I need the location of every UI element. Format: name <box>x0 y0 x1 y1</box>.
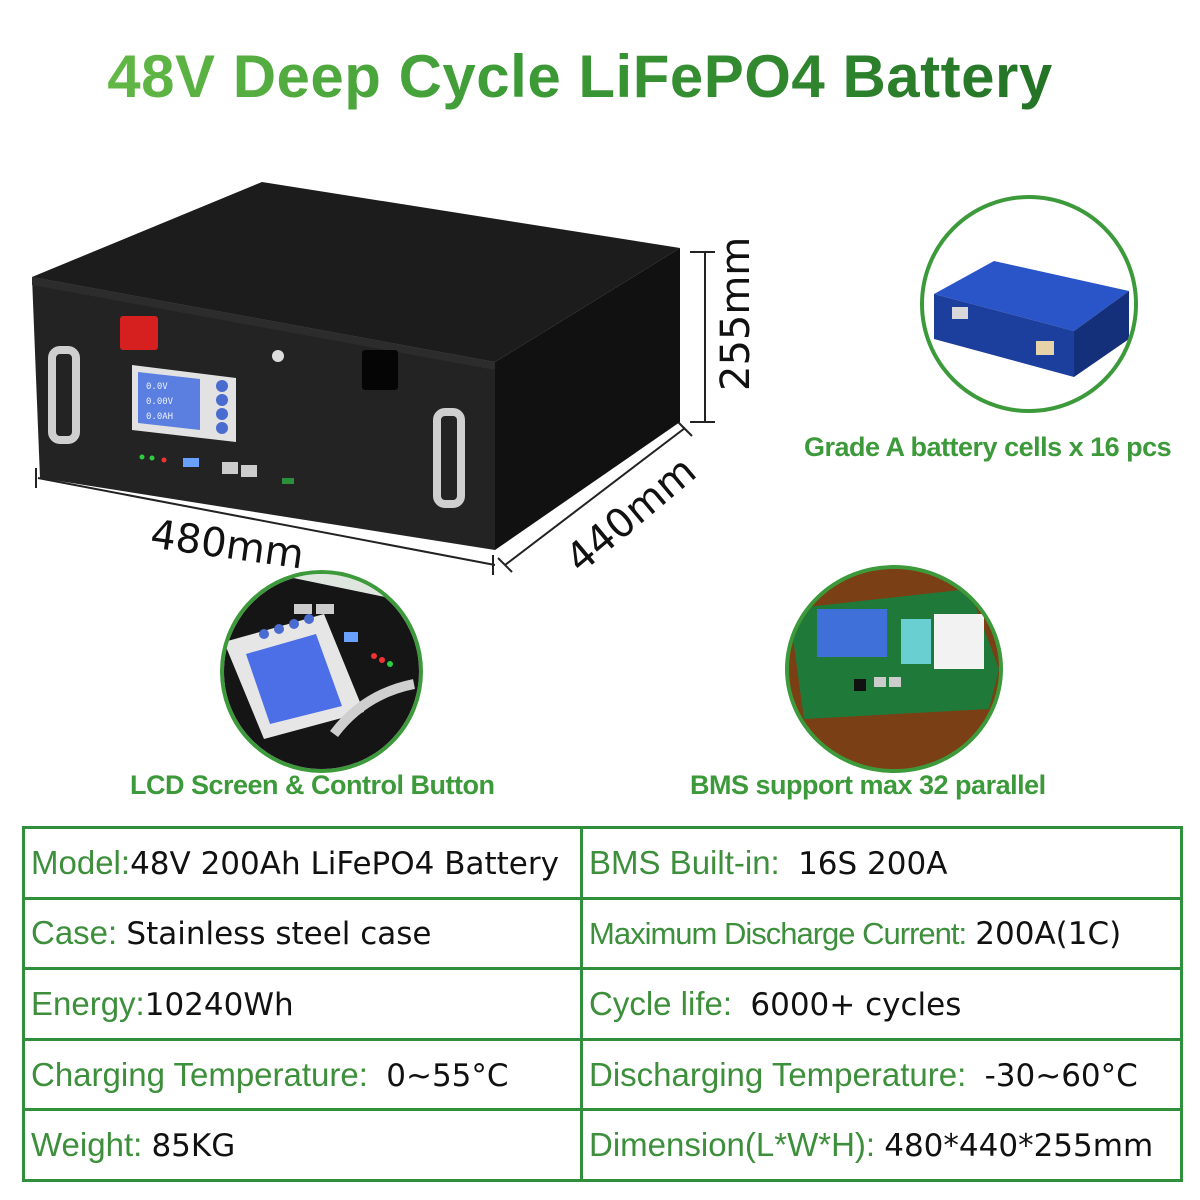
spec-value: 10240Wh <box>144 986 294 1023</box>
table-row: Charging Temperature: 0~55°C Discharging… <box>22 1037 1183 1112</box>
spec-value: 0~55°C <box>386 1057 509 1094</box>
spec-label: Maximum Discharge Current: <box>589 916 967 952</box>
power-breaker <box>120 316 158 350</box>
spec-value: 6000+ cycles <box>750 986 962 1023</box>
specs-table: Model:48V 200Ah LiFePO4 Battery BMS Buil… <box>22 826 1183 1182</box>
table-row: Energy:10240Wh Cycle life: 6000+ cycles <box>22 967 1183 1041</box>
battery-cell-graphic <box>934 261 1129 377</box>
spec-label: Cycle life: <box>589 984 733 1022</box>
spec-cell-bms: BMS Built-in: 16S 200A <box>580 826 1183 900</box>
spec-label: Model: <box>31 843 131 881</box>
spec-cell-weight: Weight: 85KG <box>22 1108 583 1182</box>
spec-cell-discharge-current: Maximum Discharge Current: 200A(1C) <box>580 896 1183 971</box>
spec-label: BMS Built-in: <box>589 843 780 881</box>
spec-label: Weight: <box>31 1126 143 1164</box>
page-title: 48V Deep Cycle LiFePO4 Battery <box>0 42 1160 111</box>
battery-cell-image <box>920 195 1138 413</box>
table-row: Model:48V 200Ah LiFePO4 Battery BMS Buil… <box>22 826 1183 900</box>
table-row: Weight: 85KG Dimension(L*W*H): 480*440*2… <box>22 1108 1183 1182</box>
lcd-line-1: 0.0V <box>146 382 168 392</box>
bms-board-graphic <box>789 569 999 769</box>
spec-label: Charging Temperature: <box>31 1055 368 1093</box>
lcd-closeup-image <box>220 570 423 773</box>
spec-cell-dimension: Dimension(L*W*H): 480*440*255mm <box>580 1108 1183 1182</box>
reset-knob <box>272 350 284 362</box>
spec-value: 200A(1C) <box>975 916 1122 953</box>
spec-value: Stainless steel case <box>126 916 432 953</box>
spec-value: 48V 200Ah LiFePO4 Battery <box>130 845 559 882</box>
spec-cell-discharging-temperature: Discharging Temperature: -30~60°C <box>580 1037 1183 1112</box>
table-row: Case: Stainless steel case Maximum Disch… <box>22 896 1183 971</box>
power-switch <box>362 350 398 390</box>
spec-cell-case: Case: Stainless steel case <box>22 896 583 971</box>
lcd-caption: LCD Screen & Control Button <box>130 770 495 800</box>
spec-value: -30~60°C <box>984 1057 1138 1094</box>
lcd-line-2: 0.00V <box>146 397 174 407</box>
front-lcd-panel: 0.0V 0.00V 0.0AH <box>132 365 236 442</box>
spec-label: Energy: <box>31 984 145 1022</box>
left-handle <box>48 346 80 444</box>
battery-illustration: 0.0V 0.00V 0.0AH <box>32 182 715 575</box>
spec-cell-energy: Energy:10240Wh <box>22 967 583 1041</box>
spec-cell-charging-temperature: Charging Temperature: 0~55°C <box>22 1037 583 1112</box>
spec-cell-cycle-life: Cycle life: 6000+ cycles <box>580 967 1183 1041</box>
dimension-lines <box>35 251 715 575</box>
height-dimension-label: 255mm <box>713 236 759 391</box>
battery-top-face <box>32 182 680 362</box>
cells-caption: Grade A battery cells x 16 pcs <box>804 432 1172 462</box>
spec-value: 480*440*255mm <box>884 1128 1154 1165</box>
lcd-line-3: 0.0AH <box>146 412 173 422</box>
spec-label: Dimension(L*W*H): <box>589 1126 876 1164</box>
lcd-closeup-graphic <box>224 574 419 769</box>
right-handle <box>433 408 465 508</box>
spec-value: 16S 200A <box>798 845 948 882</box>
spec-label: Discharging Temperature: <box>589 1055 967 1093</box>
front-ports <box>139 454 294 484</box>
bms-board-image <box>785 565 1003 773</box>
bms-caption: BMS support max 32 parallel <box>690 770 1046 800</box>
spec-label: Case: <box>31 914 118 952</box>
battery-side-face <box>495 248 680 550</box>
spec-cell-model: Model:48V 200Ah LiFePO4 Battery <box>22 826 583 900</box>
spec-value: 85KG <box>151 1128 236 1165</box>
